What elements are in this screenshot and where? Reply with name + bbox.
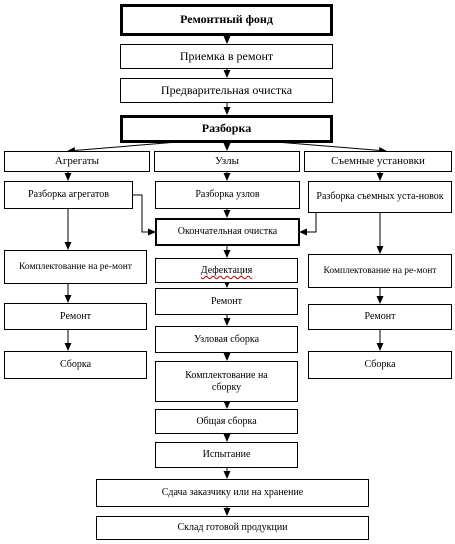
node-delivery: Сдача заказчику или на хранение [96,479,369,507]
node-agg-disassembly: Разборка агрегатов [4,181,133,209]
node-rem-kitting: Комплектование на ре-монт [308,254,452,288]
arrow-agg-disassembly-to-final-cleaning [133,194,156,236]
node-final-cleaning: Окончательная очистка [155,218,300,246]
node-units-repair: Ремонт [155,288,298,315]
node-aggregates: Агрегаты [4,151,150,172]
node-agg-assembly: Сборка [4,351,147,379]
node-rem-assembly: Сборка [308,351,452,379]
node-pre-cleaning: Предварительная очистка [120,78,333,103]
node-disassembly: Разборка [120,115,333,143]
node-general-assembly: Общая сборка [155,409,298,434]
node-unit-assembly: Узловая сборка [155,326,298,353]
node-testing: Испытание [155,442,298,468]
node-units-disassembly: Разборка узлов [155,181,300,209]
node-repair-fund: Ремонтный фонд [120,4,333,36]
node-removable-disassembly: Разборка съемных уста-новок [308,181,452,213]
node-removable: Съемные установки [304,151,452,172]
node-rem-repair: Ремонт [308,304,452,330]
node-agg-kitting: Комплектование на ре-монт [4,250,147,284]
node-units: Узлы [154,151,300,172]
node-acceptance: Приемка в ремонт [120,44,333,69]
node-defect-detection: Дефектация [155,258,298,283]
node-agg-repair: Ремонт [4,303,147,330]
node-kitting-assembly: Комплектование на сборку [155,361,298,402]
node-warehouse: Склад готовой продукции [96,516,369,540]
